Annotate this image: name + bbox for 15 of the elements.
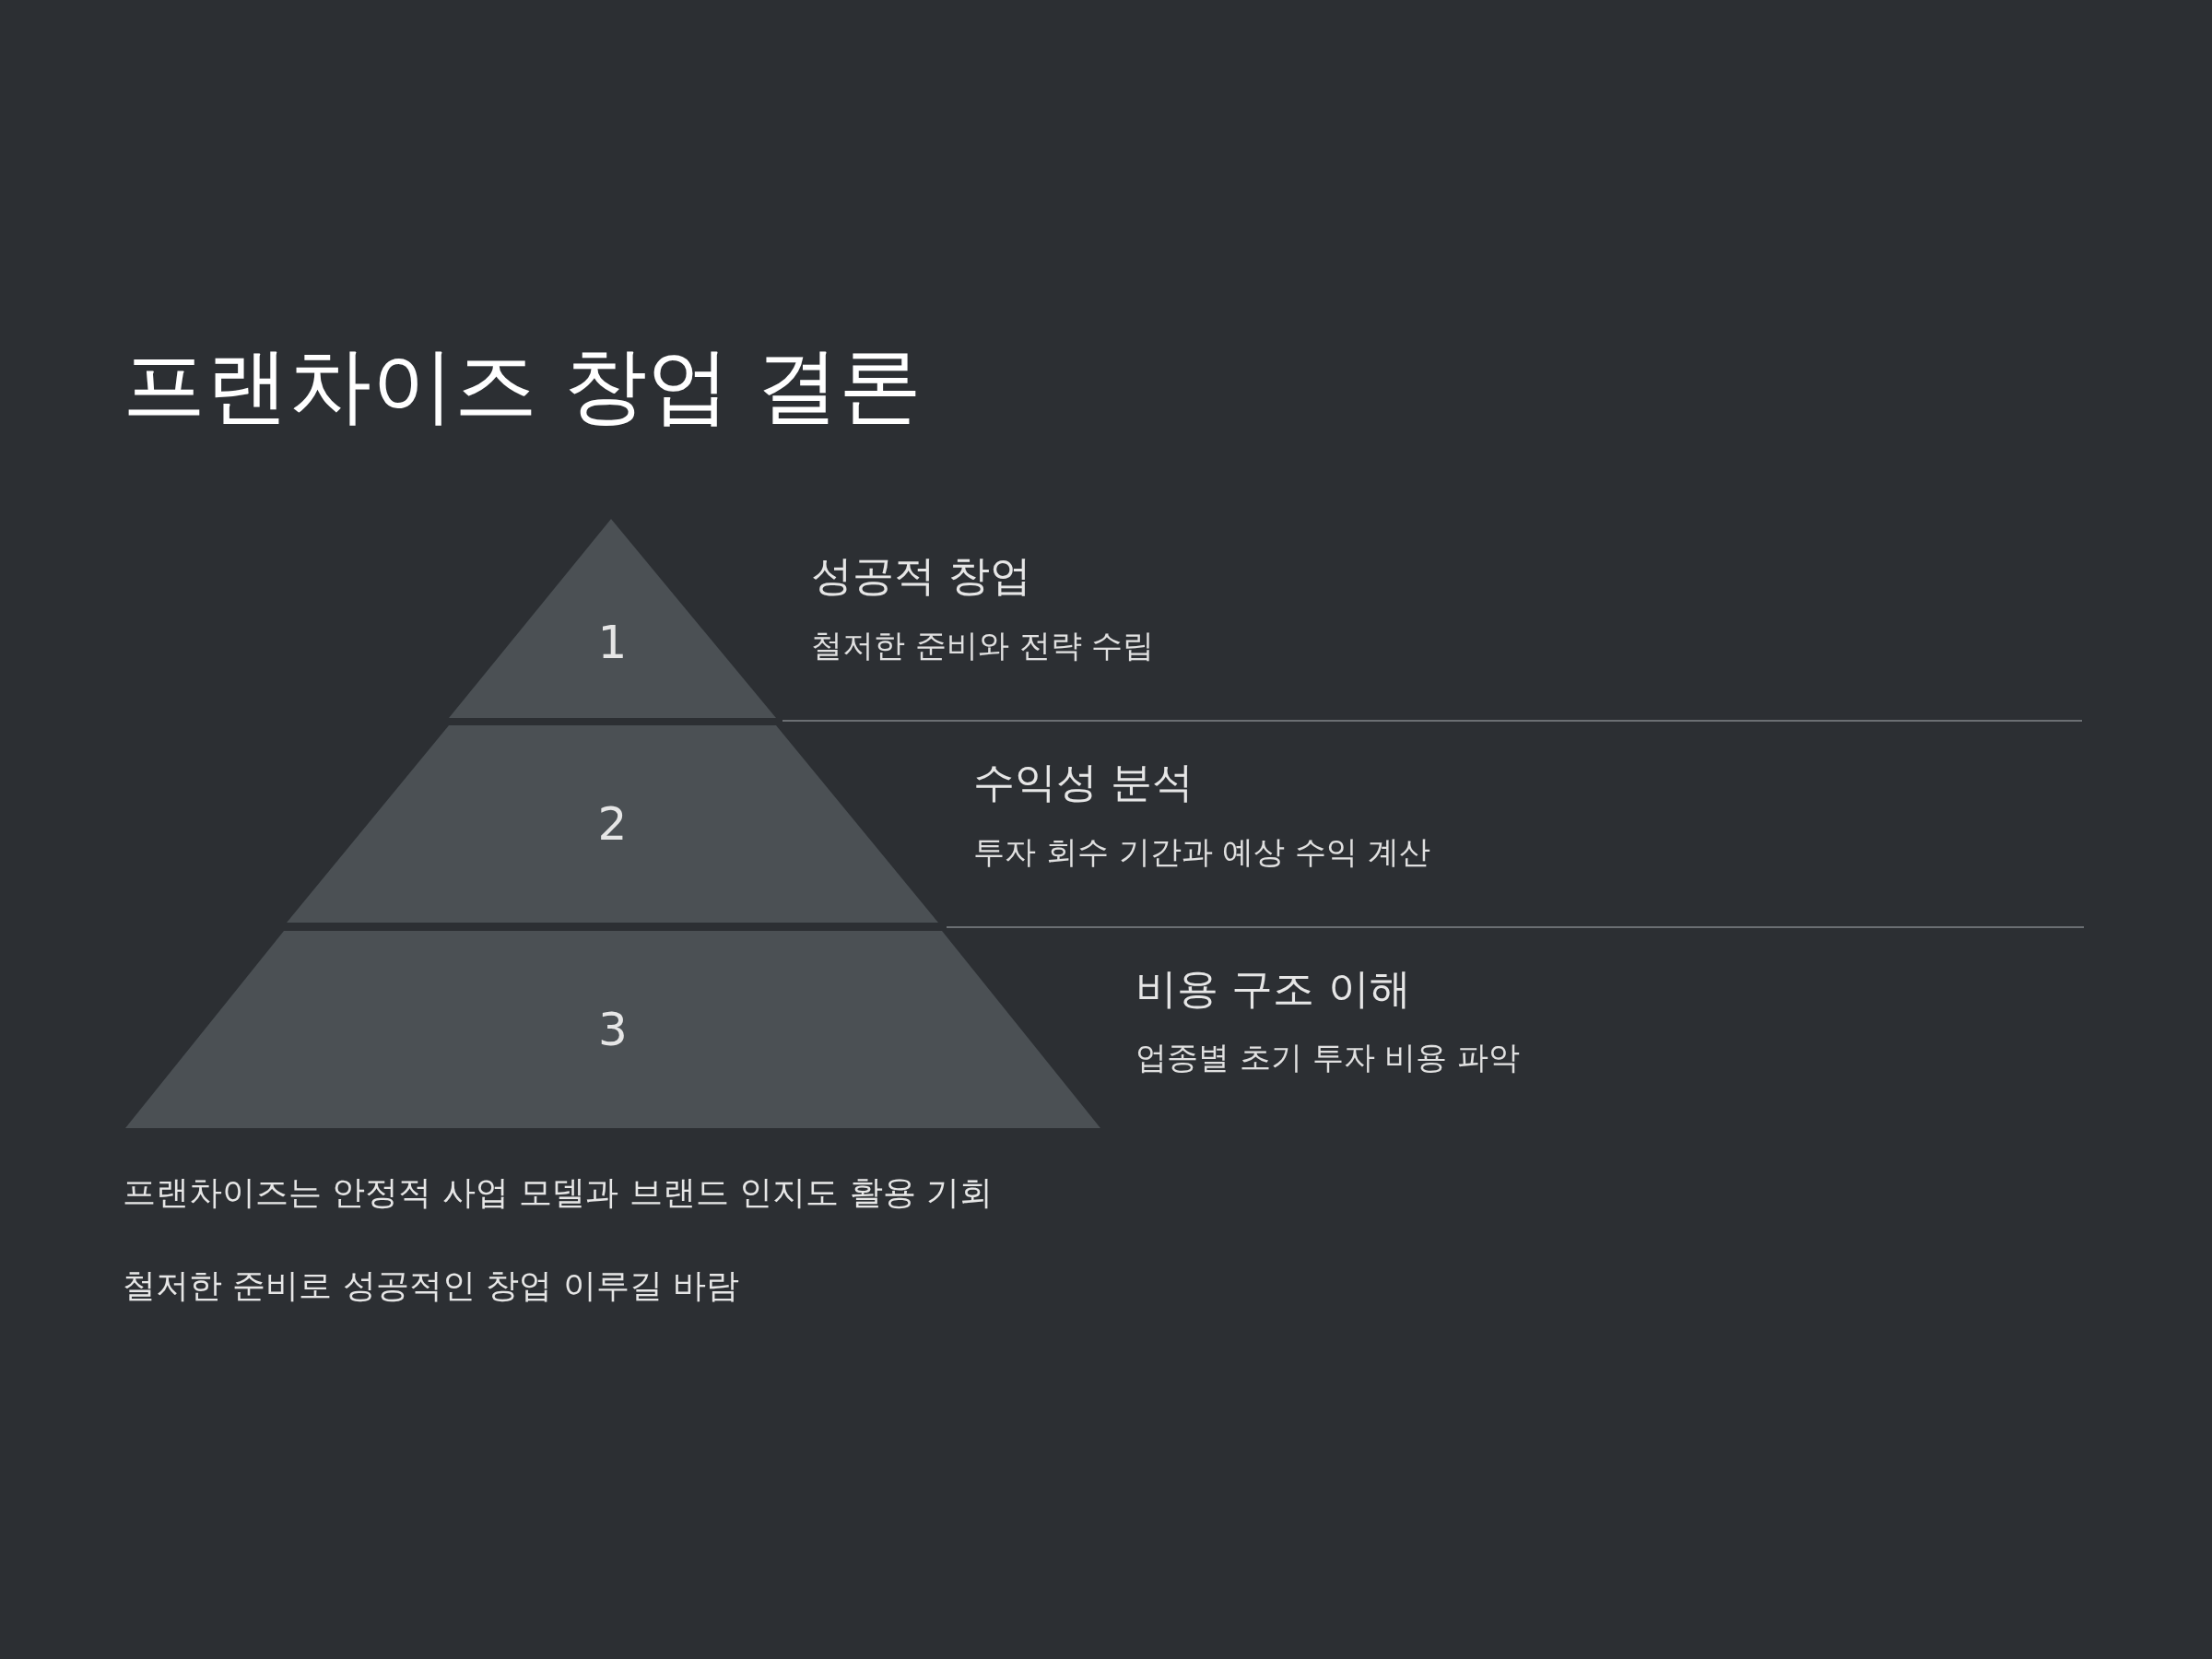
note-text: 철저한 준비로 성공적인 창업 이루길 바람 xyxy=(123,1265,740,1306)
tier-description: 업종별 초기 투자 비용 파악 xyxy=(1135,1039,1521,1077)
tier-number: 1 xyxy=(596,614,629,670)
tier-description: 투자 회수 기간과 예상 수익 계산 xyxy=(973,833,1431,871)
tier-description: 철저한 준비와 전략 수립 xyxy=(811,627,1155,665)
tier-heading: 수익성 분석 xyxy=(973,758,1194,807)
tier-heading: 성공적 창업 xyxy=(811,551,1032,601)
note-text: 프랜차이즈는 안정적 사업 모델과 브랜드 인지도 활용 기회 xyxy=(123,1172,994,1213)
tier-heading: 비용 구조 이해 xyxy=(1135,964,1411,1014)
pyramid-tier xyxy=(287,725,938,923)
tier-number: 2 xyxy=(596,796,629,852)
pyramid-tier xyxy=(449,519,776,718)
pyramid-tier xyxy=(125,931,1100,1128)
title: 프랜차이즈 창업 결론 xyxy=(123,339,923,430)
tier-number: 3 xyxy=(597,1002,629,1057)
